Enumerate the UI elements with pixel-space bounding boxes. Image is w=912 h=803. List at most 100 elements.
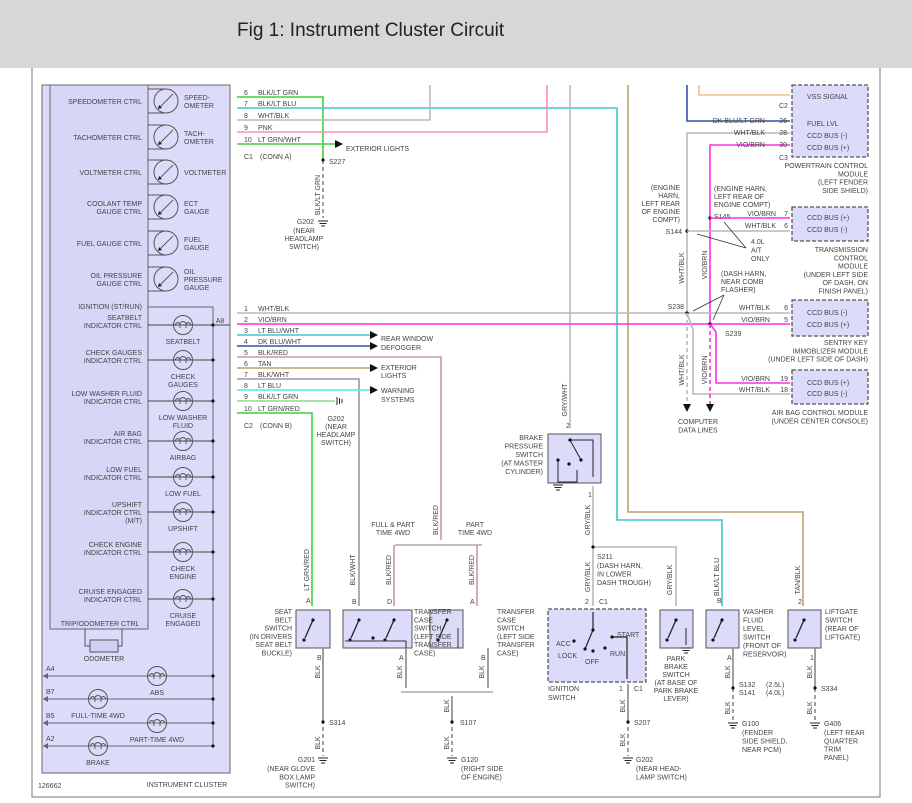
air-bag-control-module-box: [791, 369, 869, 405]
ignition-st-run-label: IGNITION (ST/RUN): [78, 304, 142, 311]
brake-pressure-switch-label: (AT MASTER: [501, 461, 543, 468]
indicator-name-label: LOW WASHER: [159, 415, 207, 422]
washer-fluid-level-switch-label: WASHER: [743, 609, 773, 616]
gauge-name-label: OMETER: [184, 103, 214, 110]
transfer1-pin-b-label: B: [352, 599, 357, 606]
contact-point: [665, 638, 669, 642]
lamp-bulb: [173, 467, 193, 487]
wire-pcm-vio-brn: [709, 144, 790, 324]
s227-splice-dot: [321, 158, 325, 162]
contact-pivot: [674, 618, 678, 622]
s145-location-label: ENGINE COMPT): [714, 202, 770, 209]
c1-pin-label: 7: [244, 101, 248, 108]
tcm-name-label: TRANSMISSION: [815, 247, 868, 254]
part-time-4wd-label: TIME 4WD: [458, 530, 492, 537]
switch-contact-icon: [713, 619, 723, 639]
tcm-note-label: 4.0L: [751, 239, 765, 246]
pcm-name-label: POWERTRAIN CONTROL: [785, 163, 869, 170]
park-brake-switch-label: PARK: [667, 656, 686, 663]
s211-splice-dot: [591, 545, 595, 549]
gauge-name-label: GAUGE: [184, 285, 210, 292]
g120-location-label: (RIGHT SIDE: [461, 766, 504, 773]
pcm-function-label: CCD BUS (-): [807, 133, 847, 140]
indicator-lamp-icon: [173, 542, 193, 562]
s145-location-label: (ENGINE HARN,: [714, 186, 767, 193]
g202-label: G202: [636, 757, 653, 764]
lamp-pin-label: A4: [46, 666, 55, 673]
skim-pin-label: 6: [784, 305, 788, 312]
s211-location-label: (DASH HARN,: [597, 563, 643, 570]
gauge-needle: [158, 129, 174, 145]
indicator-ctrl-label: CRUISE ENGAGED: [79, 589, 142, 596]
gauge-needle-tip: [158, 141, 162, 145]
wire-acm-wht-blk: [686, 312, 790, 395]
lamp-bulb: [173, 589, 193, 609]
indicator-name-label: SEATBELT: [166, 339, 201, 346]
c2-wire-color-label: BLK/LT GRN: [258, 394, 298, 401]
transfer-switch-lead: [345, 640, 407, 648]
gry-blk-wire-label: GRY/BLK: [585, 562, 592, 593]
blk-red-wire-label: BLK/RED: [433, 505, 440, 535]
gauge-name-label: PRESSURE: [184, 277, 223, 284]
blk-wire-label: BLK: [807, 665, 814, 679]
splice-dot: [556, 458, 560, 462]
washer-fluid-level-switch-label: FLUID: [743, 618, 763, 625]
transfer-case-switch-1-label: SWITCH: [414, 626, 442, 633]
gauge-icon: [153, 230, 179, 256]
transfer-case-switch-2-label: CASE: [497, 617, 516, 624]
exterior-lights-label: EXTERIOR LIGHTS: [346, 146, 409, 153]
contact-point: [302, 638, 306, 642]
gauge-face: [153, 194, 179, 220]
indicator-lamp-icon: [173, 502, 193, 522]
c1-pin-label: 6: [244, 90, 248, 97]
ground-icon: [623, 757, 633, 764]
brake-pressure-switch-label: PRESSURE: [504, 444, 543, 451]
indicator-name-label: GAUGES: [168, 382, 198, 389]
pcm-pin-label: 28: [779, 130, 787, 137]
park-brake-switch-label: BRAKE: [664, 664, 688, 671]
exterior-lights-arrow-icon: [335, 140, 343, 148]
exterior-lights-label: LIGHTS: [381, 373, 407, 380]
g120-label: G120: [461, 757, 478, 764]
s211-location-label: DASH TROUGH): [597, 580, 651, 587]
arrow-right-icon: [370, 331, 378, 339]
contact-pivot: [720, 618, 724, 622]
s144-location-label: (ENGINE: [651, 185, 681, 192]
gauge-ctrl-label: SPEEDOMETER CTRL: [68, 99, 142, 106]
wire-c2-7-blk-wht: [237, 378, 360, 606]
dash-harness-location-label: (DASH HARN,: [721, 271, 767, 278]
g406-location-label: TRIM: [824, 747, 841, 754]
computer-data-lines-label: DATA LINES: [678, 428, 718, 435]
note-pointer: [723, 221, 747, 249]
tcm-name-label: MODULE: [838, 264, 868, 271]
pcm-name-label: (LEFT FENDER: [818, 180, 868, 187]
gauge-name-label: OIL: [184, 269, 195, 276]
rear-window-defogger-label: REAR WINDOW: [381, 336, 434, 343]
transfer-case-switch-1-label: CASE): [414, 651, 435, 658]
trip-odometer-ctrl-label: TRIP/ODOMETER CTRL: [61, 621, 140, 628]
indicator-ctrl-label: CHECK GAUGES: [86, 350, 143, 357]
seat-belt-switch-label: BELT: [275, 617, 293, 624]
pcm-wire-label: VIO/BRN: [736, 142, 765, 149]
splice-dot: [211, 510, 215, 514]
blk-lt-grn-wire-label: BLK/LT GRN: [315, 175, 322, 215]
washer-fluid-level-switch-label: RESERVOIR): [743, 652, 786, 659]
splice-dot: [211, 697, 215, 701]
indicator-ctrl-label: INDICATOR CTRL: [84, 399, 142, 406]
gauge-name-label: FUEL: [184, 237, 202, 244]
park-brake-switch-label: SWITCH: [662, 672, 690, 679]
blk-wire-label: BLK: [620, 733, 627, 747]
c2-pin-label: 6: [244, 361, 248, 368]
splice-dot: [603, 646, 607, 650]
ignition-c1-label: C1: [634, 686, 643, 693]
data-line-arrow-icon: [683, 404, 691, 412]
indicator-lamp-icon: [88, 736, 108, 756]
switch-contact-icon: [667, 619, 677, 639]
liftgate-switch-label: SWITCH: [825, 618, 853, 625]
engine-4-0l-label: (4.0L): [766, 690, 784, 697]
splice-dot: [583, 647, 587, 651]
wire-vss-signal: [698, 85, 790, 96]
lamp-filament: [174, 595, 192, 602]
arrow-left-icon: [43, 720, 48, 726]
liftgate-switch-label: LIFTGATE: [825, 609, 858, 616]
